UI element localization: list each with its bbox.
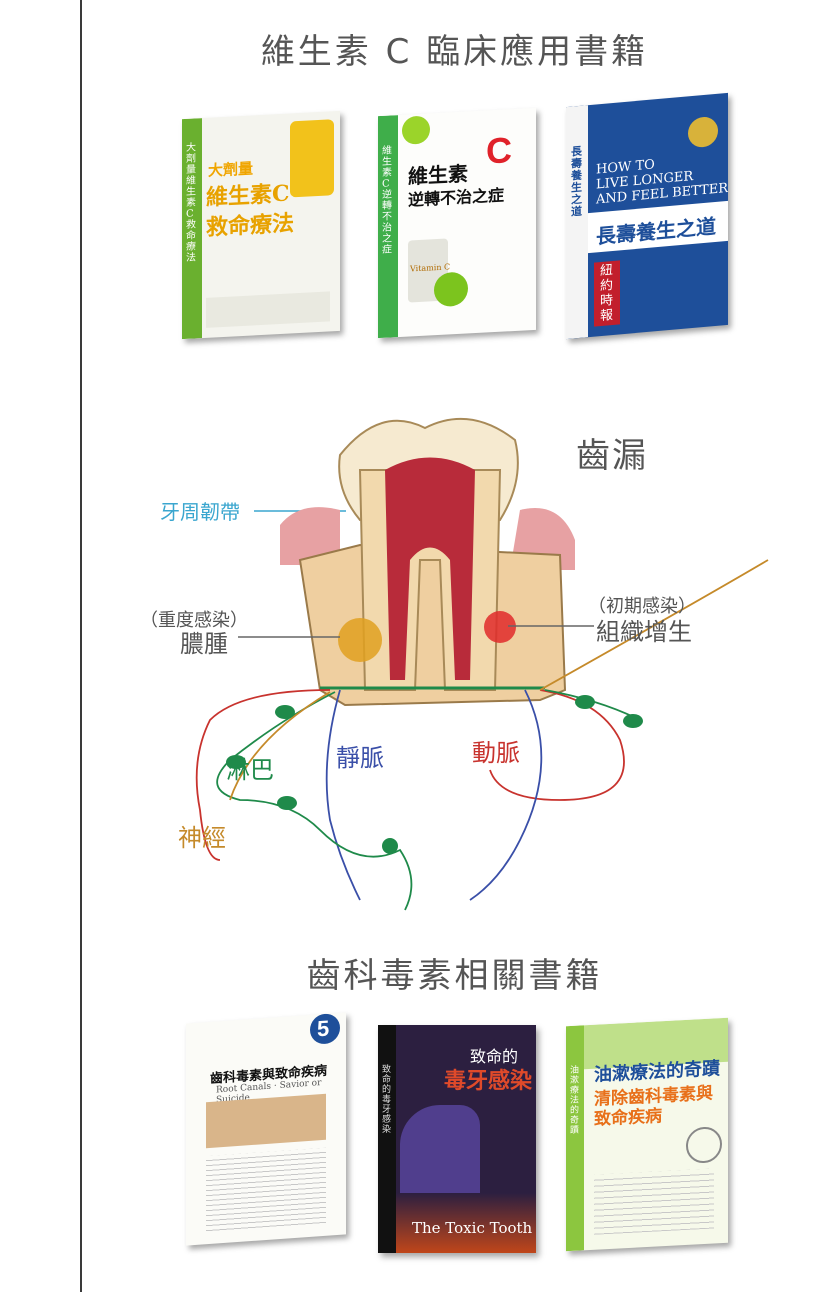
- book-cover-toxic-tooth: 致命的毒牙感染 致命的 毒牙感染 The Toxic Tooth: [378, 1025, 536, 1253]
- tooth-photo: [206, 1093, 326, 1149]
- left-margin-rule: [80, 0, 82, 1292]
- vein-line-right: [469, 689, 543, 901]
- book-cover-dental-toxins: 5 齒科毒素與致命疾病 Root Canals · Savior or Suic…: [186, 1012, 346, 1246]
- vein-line-left: [325, 689, 361, 901]
- heading-dental-toxin-books: 齒科毒素相關書籍: [306, 956, 603, 996]
- label-tissue-growth: 組織增生: [596, 618, 692, 646]
- label-periodontal-ligament: 牙周韌帶: [160, 500, 240, 524]
- lymph-node: [277, 796, 297, 810]
- book-spine-title: 致命的毒牙感染: [382, 1065, 392, 1135]
- jaw-bone: [298, 543, 567, 707]
- label-vein: 靜脈: [336, 744, 384, 772]
- issue-badge-number: 5: [317, 1015, 330, 1042]
- label-abscess: 膿腫: [180, 630, 228, 658]
- label-lymph: 淋巴: [226, 756, 274, 784]
- abscess-left: [338, 618, 382, 662]
- lymph-node: [575, 695, 595, 709]
- nerve-line-left: [229, 691, 331, 801]
- book-title-line3: 致命疾病: [594, 1106, 662, 1130]
- dental-mirror-illustration: [686, 1126, 722, 1164]
- book-cover-oil-pulling: 油漱療法的奇蹟 油漱療法的奇蹟 清除齒科毒素與 致命疾病: [566, 1017, 728, 1252]
- heading-vitamin-c-books: 維生素 C 臨床應用書籍: [260, 32, 649, 72]
- label-nerve: 神經: [178, 824, 226, 852]
- flame-band: [396, 1193, 536, 1253]
- nerve-line-right: [539, 559, 769, 691]
- book-spine-title: 油漱療法的奇蹟: [570, 1065, 580, 1137]
- book-title-english: The Toxic Tooth: [412, 1219, 533, 1237]
- infection-right: [484, 611, 516, 643]
- lymph-node: [275, 705, 295, 719]
- book-text-block: [594, 1168, 714, 1235]
- lymph-line: [216, 691, 413, 911]
- lymph-node: [226, 755, 246, 769]
- gum-left: [280, 507, 340, 565]
- book-title-line2: 毒牙感染: [444, 1068, 533, 1094]
- label-early-infection: （初期感染）: [588, 596, 696, 617]
- book-spine: [566, 1025, 584, 1252]
- tooth-pulp: [385, 457, 475, 680]
- book-spine: [378, 1025, 396, 1253]
- label-artery: 動脈: [472, 739, 520, 767]
- label-severe-infection: （重度感染）: [140, 610, 248, 631]
- article-body-text: [206, 1147, 326, 1235]
- diagram-title: 齒漏: [576, 436, 648, 476]
- lymph-node: [382, 838, 398, 854]
- lymph-node: [623, 714, 643, 728]
- book-title-line1: 致命的: [470, 1047, 519, 1066]
- artery-line-left: [195, 689, 331, 861]
